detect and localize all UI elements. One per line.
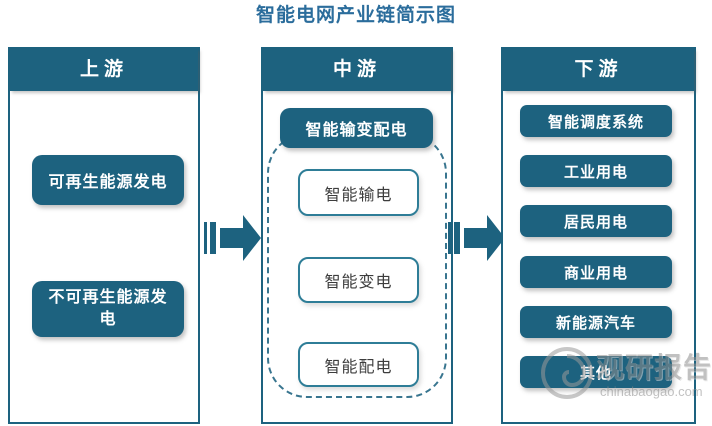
- watermark: 观研报告网 chinabaogao.com: [540, 342, 712, 402]
- arrow-upstream-to-midstream-icon: [204, 215, 261, 261]
- upstream-item-nonrenewable: 不可再生能源发电: [32, 281, 184, 337]
- downstream-header: 下游: [503, 49, 694, 91]
- watermark-logo-icon: [541, 347, 593, 399]
- downstream-item-residential: 居民用电: [520, 205, 672, 237]
- downstream-item-industrial: 工业用电: [520, 155, 672, 187]
- midstream-header: 中游: [263, 49, 451, 91]
- watermark-name: 观研报告网: [596, 353, 712, 384]
- midstream-item-transmission: 智能输电: [298, 169, 419, 216]
- downstream-item-commercial: 商业用电: [520, 256, 672, 288]
- watermark-site: chinabaogao.com: [600, 384, 703, 399]
- arrow-midstream-to-downstream-icon: [448, 215, 505, 261]
- midstream-summary-box: 智能输变配电: [280, 108, 433, 148]
- midstream-item-substation: 智能变电: [298, 257, 419, 303]
- upstream-column: 上游: [8, 47, 200, 424]
- downstream-item-nev: 新能源汽车: [520, 306, 672, 338]
- upstream-header: 上游: [10, 49, 198, 91]
- upstream-item-renewable: 可再生能源发电: [32, 155, 184, 205]
- midstream-item-distribution: 智能配电: [298, 342, 419, 387]
- downstream-item-dispatch: 智能调度系统: [520, 105, 672, 137]
- diagram-title: 智能电网产业链简示图: [255, 5, 456, 26]
